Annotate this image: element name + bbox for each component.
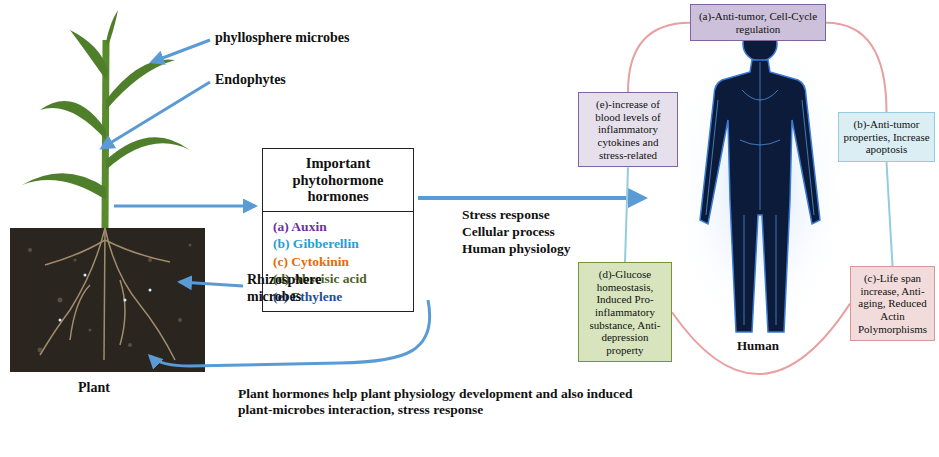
human-figure [700, 27, 820, 332]
hormone-name: (c) Cytokinin [273, 253, 403, 271]
header-box: Important phytohormone hormones [262, 148, 414, 212]
human-glow [670, 25, 850, 345]
hormone-name: (b) Gibberellin [273, 235, 403, 253]
box-text: (d)-Glucose homeostasis, Induced Pro-inf… [583, 268, 667, 356]
box-text: (e)-increase of blood levels of inflamma… [583, 98, 673, 161]
effect-box: (d)-Glucose homeostasis, Induced Pro-inf… [578, 262, 672, 362]
box-text: Important phytohormone hormones [269, 155, 407, 205]
leader-arrows [102, 40, 644, 366]
text-label: Stress response [462, 207, 602, 223]
effect-box: (b)-Anti-tumor properties, Increase apop… [838, 112, 935, 162]
connector [625, 167, 628, 262]
soil [10, 228, 205, 372]
box-text: (c)-Life span increase, Anti-aging, Redu… [855, 272, 930, 335]
connector [628, 23, 690, 92]
text-label: Endophytes [215, 72, 365, 89]
microbe-dots [59, 274, 152, 322]
text-label: Plant [78, 380, 138, 397]
effect-box: (c)-Life span increase, Anti-aging, Redu… [850, 266, 935, 341]
text-label: Plant hormones help plant physiology dev… [238, 386, 638, 418]
connector [672, 304, 850, 374]
plant-leaves [22, 10, 190, 200]
text-label: Human physiology [462, 241, 602, 257]
text-label: phyllosphere microbes [215, 30, 415, 47]
box-text: (a)-Anti-tumor, Cell-Cycle regulation [696, 10, 820, 35]
text-label: Human [737, 338, 797, 354]
connector [826, 23, 887, 112]
box-text: (b)-Anti-tumor properties, Increase apop… [843, 118, 930, 156]
text-label: Rhizosphere microbes [247, 272, 357, 306]
connector [887, 162, 893, 266]
roots [40, 228, 175, 360]
hormone-name: (a) Auxin [273, 218, 403, 236]
effect-box: (e)-increase of blood levels of inflamma… [578, 92, 678, 167]
text-label: Cellular process [462, 224, 602, 240]
effect-box: (a)-Anti-tumor, Cell-Cycle regulation [690, 4, 826, 41]
